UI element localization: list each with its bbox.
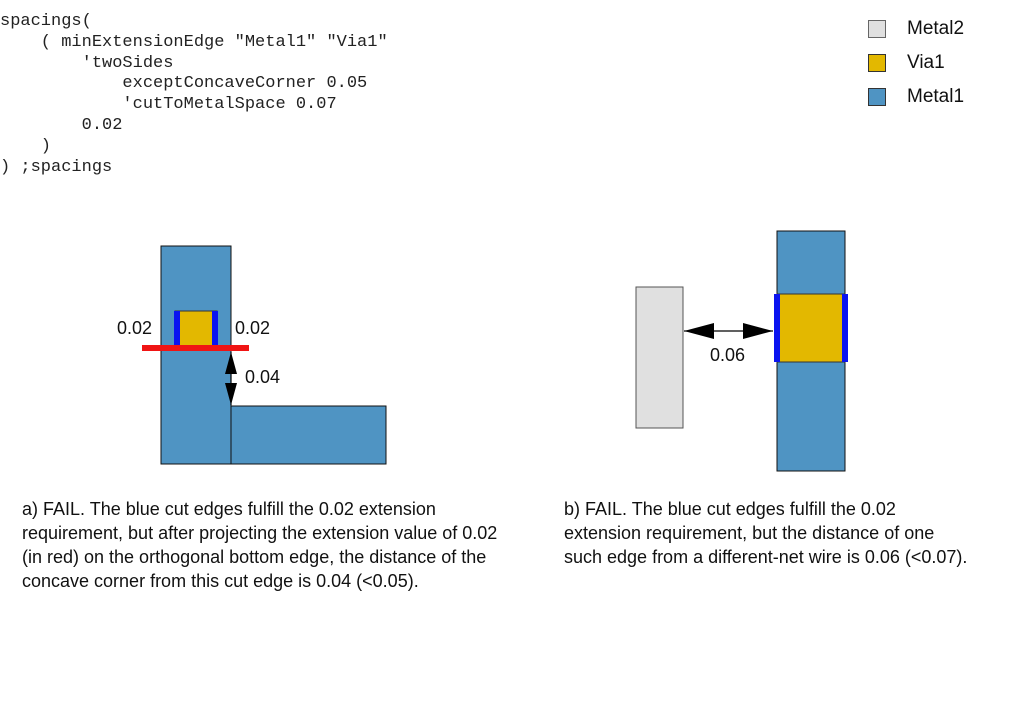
spacing-label: 0.06 (710, 345, 745, 365)
rule-code-block: spacings( ( minExtensionEdge "Metal1" "V… (0, 12, 388, 178)
metal1-swatch (868, 88, 886, 106)
via1-swatch (868, 54, 886, 72)
figure-a: 0.02 0.02 0.04 (117, 245, 387, 465)
cut-edge-left (174, 311, 180, 346)
cut-edge-left (774, 294, 780, 362)
code-line: ) (0, 136, 52, 156)
corner-distance-label: 0.04 (245, 367, 280, 387)
legend-label: Via1 (907, 52, 945, 73)
cut-edge-right (212, 311, 218, 346)
metal2-wire (635, 286, 684, 429)
code-line: ( minExtensionEdge "Metal1" "Via1" (0, 32, 388, 52)
code-line: exceptConcaveCorner 0.05 (0, 74, 368, 94)
figure-b: 0.06 (635, 230, 848, 472)
code-line: 'cutToMetalSpace 0.07 (0, 95, 337, 115)
extension-projection-line (142, 345, 249, 351)
legend-item-metal1: Metal1 (868, 80, 964, 114)
left-extension-label: 0.02 (117, 318, 152, 338)
code-line: 0.02 (0, 115, 123, 135)
metal1-vertical-wire (160, 245, 232, 465)
legend-label: Metal1 (907, 86, 965, 107)
via1-cut (776, 293, 846, 363)
cut-edge-right (842, 294, 848, 362)
legend-item-via1: Via1 (868, 46, 964, 80)
metal2-swatch (868, 20, 886, 38)
code-line: ) ;spacings (0, 157, 113, 177)
legend-label: Metal2 (907, 18, 965, 39)
via1-cut (174, 310, 218, 347)
caption-a: a) FAIL. The blue cut edges fulfill the … (22, 499, 498, 591)
metal1-horizontal-wire (230, 405, 387, 465)
caption-b: b) FAIL. The blue cut edges fulfill the … (564, 499, 968, 567)
code-line: spacings( (0, 12, 92, 31)
legend-item-metal2: Metal2 (868, 12, 964, 46)
legend: Metal2 Via1 Metal1 (868, 12, 964, 114)
code-line: 'twoSides (0, 53, 174, 73)
right-extension-label: 0.02 (235, 318, 270, 338)
